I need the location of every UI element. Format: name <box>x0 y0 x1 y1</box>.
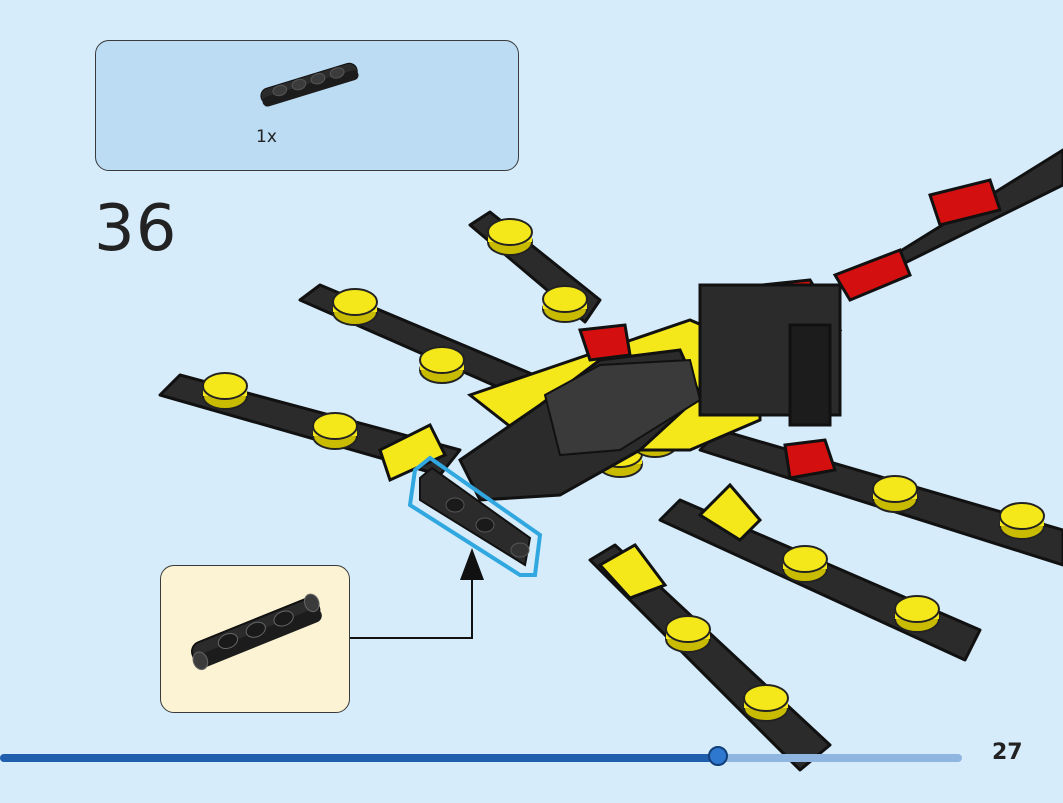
progress-track <box>0 746 962 766</box>
progress-fill <box>0 754 718 762</box>
parts-list-box: 1x <box>95 40 519 171</box>
callout-arrow-icon <box>350 548 484 639</box>
plate-1x4-callout-icon <box>191 593 322 671</box>
callout-box <box>160 565 350 713</box>
step-number: 36 <box>94 192 178 266</box>
plate-1x4-part-icon <box>260 62 359 107</box>
part-quantity: 1x <box>256 127 277 147</box>
page-number: 27 <box>992 740 1023 765</box>
progress-knob[interactable] <box>707 746 728 766</box>
